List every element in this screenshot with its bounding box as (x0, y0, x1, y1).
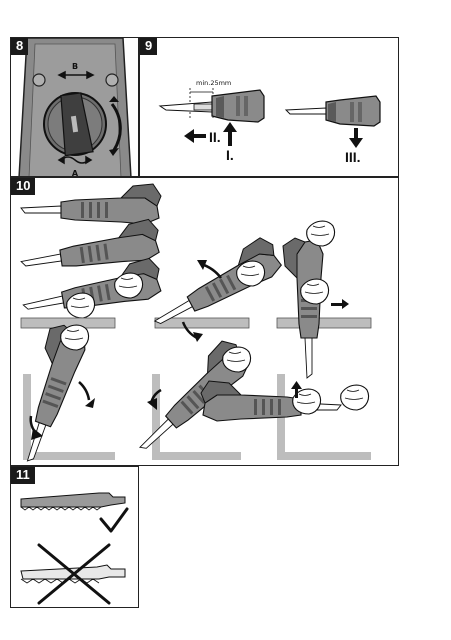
workpiece-surface (154, 317, 250, 329)
workpiece-surface (20, 317, 116, 329)
hand-icon (340, 384, 370, 411)
panel-10: 10 (10, 177, 399, 466)
correct-blade (20, 492, 126, 508)
step-1-label: I. (226, 147, 234, 163)
rotate-arrow-icon (110, 103, 122, 151)
wall-corner (23, 374, 115, 460)
hand-icon (306, 220, 336, 247)
orbital-switch-illustration: B A (18, 38, 132, 177)
orbital-wave-icon (57, 155, 93, 165)
panel-11-number: 11 (11, 467, 35, 484)
hand-icon (60, 324, 90, 351)
blade-insertion-illustration: min.25mm II. I. III. (158, 79, 381, 165)
arrow-up-icon (291, 381, 302, 398)
arrow-left-icon (184, 129, 206, 143)
panel-9-number: 9 (140, 38, 158, 55)
double-arrow-icon (57, 70, 95, 80)
panel-10-number: 10 (11, 178, 36, 195)
panel-8-number: 8 (11, 38, 29, 55)
right-screw-icon (105, 73, 119, 87)
cutting-technique-illustration (11, 183, 372, 465)
min-depth-label: min.25mm (196, 79, 231, 87)
hand-icon (114, 272, 144, 299)
arrow-right-icon (331, 299, 349, 309)
hand-icon (236, 260, 266, 287)
cross-out-icon (37, 543, 111, 605)
blade-selection-illustration (20, 492, 129, 605)
hand-icon (300, 278, 330, 305)
panel-9: 9 min.25mm II. I. (139, 37, 399, 177)
saw-blade-right (284, 107, 327, 115)
workpiece-surface (276, 317, 372, 329)
checkmark-icon (99, 507, 129, 533)
step-3-label: III. (345, 149, 361, 165)
hand-icon (66, 292, 96, 319)
hand-icon (222, 346, 252, 373)
arrow-down-icon (349, 128, 363, 148)
saw-side-view-1 (20, 183, 162, 225)
position-b-label: B (72, 62, 78, 71)
panel-11: 11 (10, 466, 139, 608)
left-screw-icon (32, 73, 46, 87)
curve-arrow-icon (78, 381, 91, 401)
position-a-label: A (72, 169, 79, 177)
panel-8: 8 B A (10, 37, 139, 177)
saw-vertical-cut (282, 237, 324, 379)
arrow-up-icon (223, 122, 237, 146)
step-2-label: II. (209, 129, 221, 145)
